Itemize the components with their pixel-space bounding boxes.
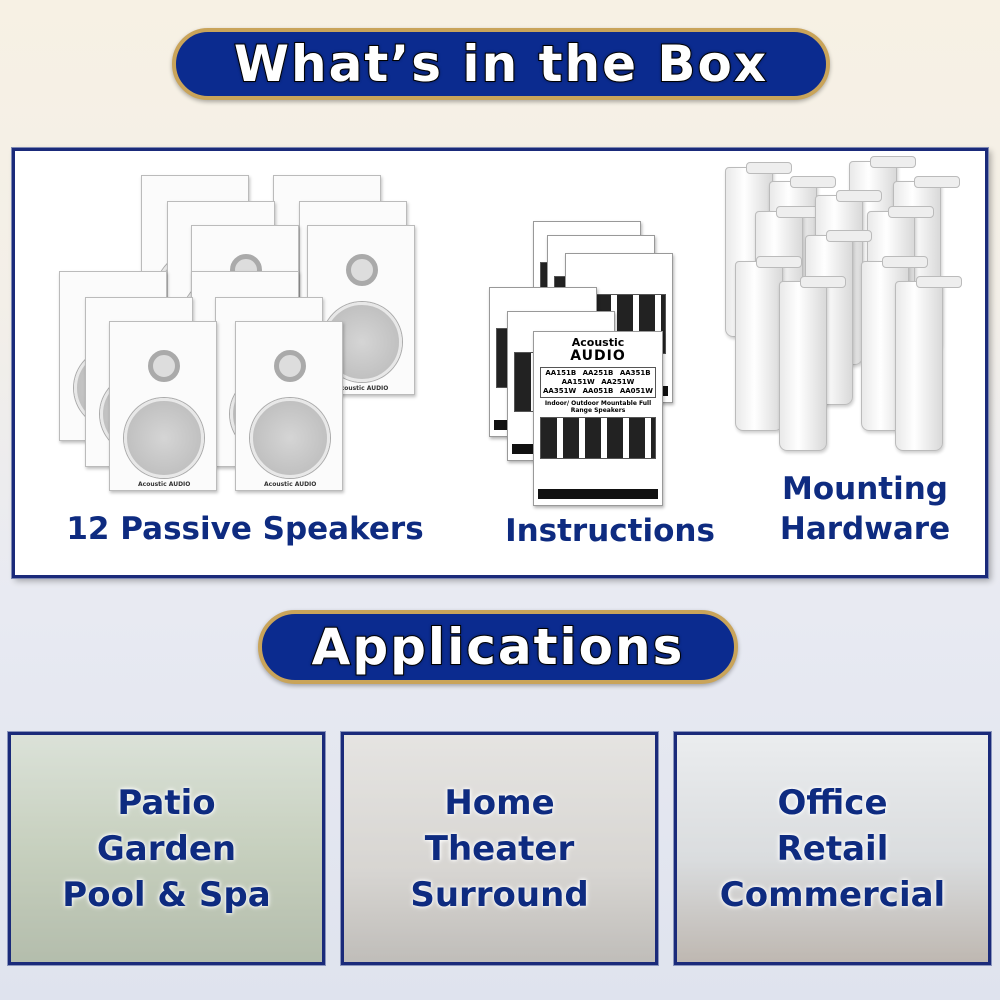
app-line: Commercial xyxy=(719,874,946,915)
app-line: Home xyxy=(444,782,555,823)
application-office-panel: Office Retail Commercial xyxy=(674,732,991,965)
instructions-label: Instructions xyxy=(505,513,715,549)
app-line: Pool & Spa xyxy=(62,874,271,915)
sheet-subtitle: Indoor/ Outdoor Mountable Full Range Spe… xyxy=(544,400,652,414)
mounting-hardware-label: Mounting Hardware xyxy=(750,469,980,549)
application-patio-panel: Patio Garden Pool & Spa xyxy=(8,732,325,965)
banner-title: What’s in the Box xyxy=(233,34,769,94)
speaker-icon: Acoustic AUDIO xyxy=(235,321,343,491)
speaker-logo: Acoustic AUDIO xyxy=(264,481,317,488)
sheet-product-grid xyxy=(540,417,656,459)
mounting-label-line1: Mounting xyxy=(782,471,948,507)
app-line: Retail xyxy=(776,828,889,869)
application-home-panel: Home Theater Surround xyxy=(341,732,658,965)
app-line: Surround xyxy=(410,874,589,915)
speaker-logo: Acoustic AUDIO xyxy=(336,385,389,392)
mounting-bracket-icon xyxy=(735,256,802,431)
speakers-label: 12 Passive Speakers xyxy=(66,511,424,547)
app-line: Theater xyxy=(424,828,575,869)
applications-banner: Applications xyxy=(258,610,738,684)
sheet-footer-bar xyxy=(538,489,658,499)
sheet-logo-line1: Acoustic xyxy=(571,336,625,349)
app-line: Garden xyxy=(96,828,237,869)
speaker-icon: Acoustic AUDIO xyxy=(109,321,217,491)
mounting-label-line2: Hardware xyxy=(779,511,951,547)
sheet-logo-line2: AUDIO xyxy=(570,348,626,364)
whats-in-the-box-banner: What’s in the Box xyxy=(172,28,830,100)
app-line: Patio xyxy=(117,782,216,823)
app-line: Office xyxy=(777,782,888,823)
instruction-sheet-front: Acoustic AUDIO AA151B AA251B AA351B AA15… xyxy=(533,331,663,506)
sheet-models: AA151B AA251B AA351B AA151W AA251W AA351… xyxy=(540,367,656,398)
speaker-logo: Acoustic AUDIO xyxy=(138,481,191,488)
applications-title: Applications xyxy=(311,617,685,677)
mounting-bracket-icon xyxy=(895,276,962,451)
mounting-bracket-icon xyxy=(779,276,846,451)
